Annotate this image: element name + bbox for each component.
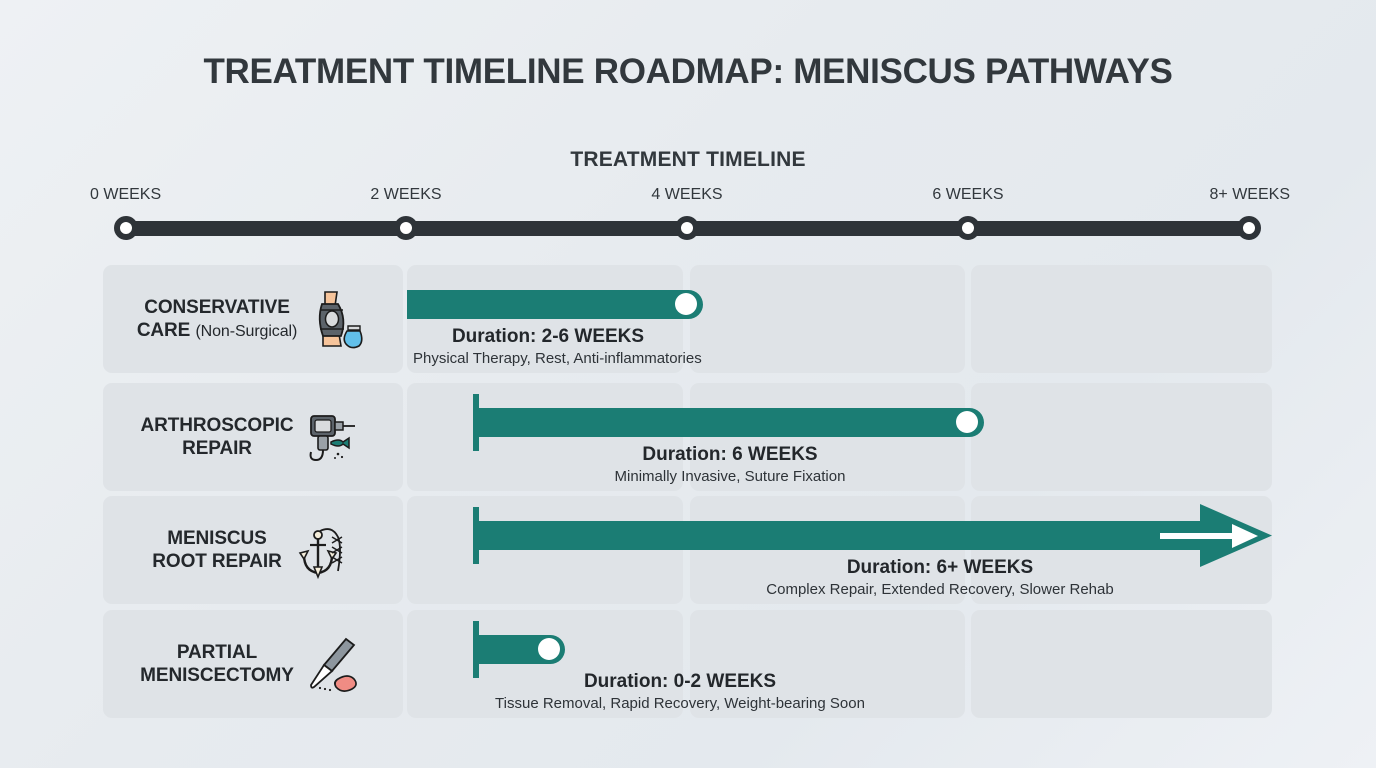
axis-line <box>126 221 1249 236</box>
cell-r3-c2 <box>690 496 965 604</box>
cell-r2-c3 <box>971 383 1272 491</box>
arthroscope-icon <box>310 415 356 462</box>
row-label-panel-conservative-care: CONSERVATIVE CARE (Non-Surgical) <box>103 265 403 373</box>
duration-label-conservative-care: Duration: 2-6 WEEKS <box>451 326 645 347</box>
axis-label-6w: 6 WEEKS <box>932 186 1004 203</box>
label-line-1: ARTHROSCOPIC <box>140 414 294 436</box>
bar-knob-conservative-care <box>675 293 697 315</box>
bar-text-meniscus-root-repair: Duration: 6+ WEEKS Complex Repair, Exten… <box>700 557 1180 598</box>
axis-tick-0w <box>114 216 138 240</box>
cell-r4-c2 <box>690 610 965 718</box>
axis-tick-4w <box>675 216 699 240</box>
row-label-text-arthroscopic-repair: ARTHROSCOPIC REPAIR <box>141 414 294 460</box>
arrow-inner-white-icon <box>1160 524 1258 548</box>
details-label-meniscus-root-repair: Complex Repair, Extended Recovery, Slowe… <box>766 581 1114 598</box>
cell-r1-c2 <box>690 265 965 373</box>
details-label-partial-meniscectomy: Tissue Removal, Rapid Recovery, Weight-b… <box>495 695 865 712</box>
duration-label-partial-meniscectomy: Duration: 0-2 WEEKS <box>583 671 777 692</box>
cell-r2-c2 <box>690 383 965 491</box>
cell-r4-c3 <box>971 610 1272 718</box>
bar-meniscus-root-repair <box>473 521 1218 550</box>
axis-label-4w: 4 WEEKS <box>651 186 723 203</box>
row-label-panel-partial-meniscectomy: PARTIAL MENISCECTOMY <box>103 610 403 718</box>
cell-r1-c1 <box>407 265 683 373</box>
bar-text-partial-meniscectomy: Duration: 0-2 WEEKS Tissue Removal, Rapi… <box>480 671 880 712</box>
knee-brace-icepack-icon <box>319 291 363 349</box>
row-label-text-partial-meniscectomy: PARTIAL MENISCECTOMY <box>140 641 294 687</box>
cell-r1-c3 <box>971 265 1272 373</box>
bar-arthroscopic-repair <box>473 408 984 437</box>
cell-r3-c1 <box>407 496 683 604</box>
duration-label-arthroscopic-repair: Duration: 6 WEEKS <box>642 444 818 465</box>
bar-knob-arthroscopic-repair <box>956 411 978 433</box>
row-label-panel-arthroscopic-repair: ARTHROSCOPIC REPAIR <box>103 383 403 491</box>
page-title: TREATMENT TIMELINE ROADMAP: MENISCUS PAT… <box>203 52 1173 91</box>
label-line-2: MENISCECTOMY <box>140 665 294 686</box>
label-line-1: MENISCUS <box>167 527 267 549</box>
axis-tick-2w <box>394 216 418 240</box>
row-label-text-conservative-care: CONSERVATIVE CARE (Non-Surgical) <box>137 296 297 342</box>
axis-label-0w: 0 WEEKS <box>90 186 162 203</box>
scalpel-tissue-icon <box>309 637 357 692</box>
bar-text-conservative-care: Duration: 2-6 WEEKS Physical Therapy, Re… <box>413 326 702 367</box>
bar-text-arthroscopic-repair: Duration: 6 WEEKS Minimally Invasive, Su… <box>490 444 970 485</box>
bar-conservative-care <box>407 290 703 319</box>
cell-r4-c1 <box>407 610 683 718</box>
axis-tick-8w <box>1237 216 1261 240</box>
label-line-1: PARTIAL <box>176 641 258 663</box>
bar-knob-partial-meniscectomy <box>538 638 560 660</box>
details-label-arthroscopic-repair: Minimally Invasive, Suture Fixation <box>614 468 846 485</box>
axis-tick-6w <box>956 216 980 240</box>
axis-label-8w: 8+ WEEKS <box>1209 186 1290 203</box>
anchor-suture-icon <box>298 528 343 580</box>
axis-title: TREATMENT TIMELINE <box>570 148 806 171</box>
label-line-2: ROOT REPAIR <box>152 551 282 572</box>
row-label-text-meniscus-root-repair: MENISCUS ROOT REPAIR <box>152 527 282 573</box>
row-label-panel-meniscus-root-repair: MENISCUS ROOT REPAIR <box>103 496 403 604</box>
details-label-conservative-care: Physical Therapy, Rest, Anti-inflammator… <box>413 350 702 367</box>
label-line-2: REPAIR <box>182 438 252 459</box>
duration-label-meniscus-root-repair: Duration: 6+ WEEKS <box>846 557 1034 578</box>
label-sub: (Non-Surgical) <box>195 323 298 340</box>
label-line-1: CONSERVATIVE <box>144 296 290 318</box>
label-line-2: CARE <box>136 320 191 341</box>
cell-r2-c1 <box>407 383 683 491</box>
axis-label-2w: 2 WEEKS <box>370 186 442 203</box>
